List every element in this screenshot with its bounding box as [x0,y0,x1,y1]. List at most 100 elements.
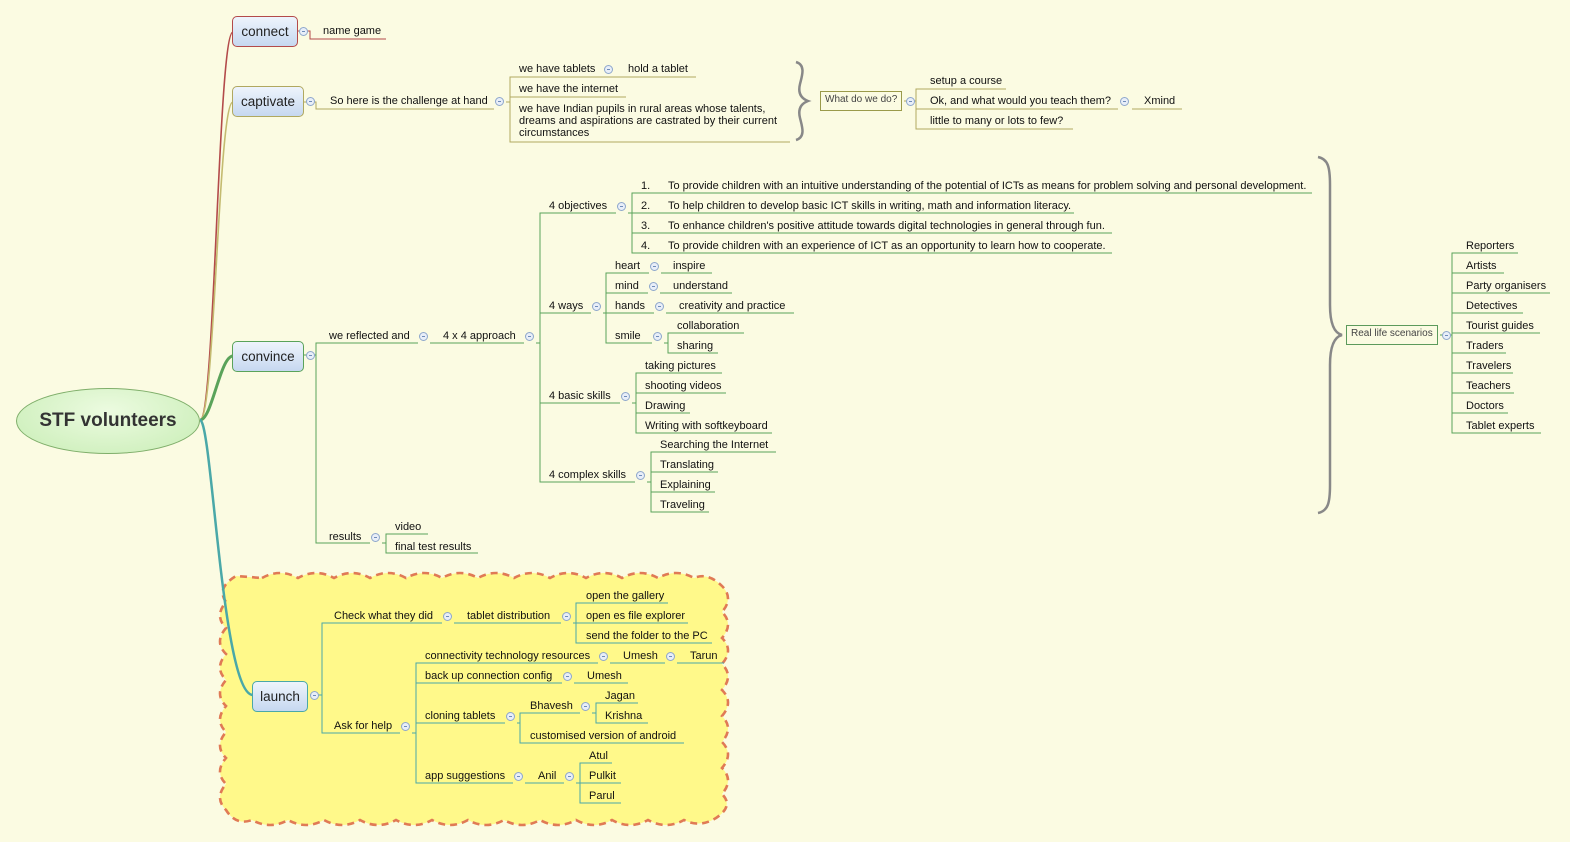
node-setup-course[interactable]: setup a course [930,75,1003,87]
node-smile[interactable]: smile [615,330,641,342]
node-tablet-distribution[interactable]: tablet distribution [467,610,551,622]
scenario-item[interactable]: Artists [1466,260,1497,272]
collapse-basic-button[interactable] [621,392,630,401]
node-umesh[interactable]: Umesh [587,670,622,682]
summary-what-do-we-do[interactable]: What do we do? [820,91,903,111]
node-reflected[interactable]: we reflected and [329,330,410,342]
node-results[interactable]: results [329,531,362,543]
objective-text[interactable]: To help children to develop basic ICT sk… [668,200,1072,212]
objective-text[interactable]: To provide children with an intuitive un… [668,180,1307,192]
topic-convince[interactable]: convince [232,341,304,372]
summary-real-life-scenarios[interactable]: Real life scenarios [1346,325,1438,345]
node-name-game[interactable]: name game [323,25,382,37]
basic-skill-item[interactable]: taking pictures [645,360,716,372]
scenario-item[interactable]: Tablet experts [1466,420,1535,432]
scenario-item[interactable]: Detectives [1466,300,1518,312]
collapse-reflected-button[interactable] [419,332,428,341]
complex-skill-item[interactable]: Traveling [660,499,705,511]
node-send-folder[interactable]: send the folder to the PC [586,630,708,642]
node-hands[interactable]: hands [615,300,645,312]
node-objectives[interactable]: 4 objectives [549,200,608,212]
node-customised-android[interactable]: customised version of android [530,730,677,742]
collapse-summary-button[interactable] [906,97,915,106]
collapse-heart-button[interactable] [650,262,659,271]
collapse-apps-button[interactable] [514,772,523,781]
node-krishna[interactable]: Krishna [605,710,643,722]
node-many-few[interactable]: little to many or lots to few? [930,115,1064,127]
collapse-convince-button[interactable] [306,351,315,360]
collapse-objectives-button[interactable] [617,202,626,211]
node-approach[interactable]: 4 x 4 approach [443,330,516,342]
collapse-results-button[interactable] [371,533,380,542]
basic-skill-item[interactable]: Writing with softkeyboard [645,420,768,432]
node-hold-tablet[interactable]: hold a tablet [628,63,688,75]
node-anil[interactable]: Anil [538,770,557,782]
collapse-connect-button[interactable] [299,27,308,36]
objective-text[interactable]: To provide children with an experience o… [668,240,1106,252]
collapse-tablets-button[interactable] [604,65,613,74]
node-final-test-results[interactable]: final test results [395,541,472,553]
node-cloning-tablets[interactable]: cloning tablets [425,710,496,722]
collapse-check-button[interactable] [443,612,452,621]
node-tarun[interactable]: Tarun [690,650,718,662]
node-challenge[interactable]: So here is the challenge at hand [330,95,488,107]
node-backup-config[interactable]: back up connection config [425,670,553,682]
node-sharing[interactable]: sharing [677,340,714,352]
collapse-launch-button[interactable] [310,691,319,700]
topic-connect[interactable]: connect [232,16,298,47]
node-indian-pupils[interactable]: we have Indian pupils in rural areas who… [519,103,778,139]
collapse-complex-button[interactable] [636,471,645,480]
objective-text[interactable]: To enhance children's positive attitude … [668,220,1105,232]
node-basic-skills[interactable]: 4 basic skills [549,390,611,402]
node-understand[interactable]: understand [673,280,729,292]
node-jagan[interactable]: Jagan [605,690,635,702]
collapse-ask-button[interactable] [401,722,410,731]
central-topic[interactable]: STF volunteers [16,388,200,454]
collapse-umesh-button[interactable] [666,652,675,661]
scenario-item[interactable]: Tourist guides [1466,320,1534,332]
collapse-challenge-button[interactable] [495,97,504,106]
node-we-have-internet[interactable]: we have the internet [519,83,619,95]
node-bhavesh[interactable]: Bhavesh [530,700,573,712]
complex-skill-item[interactable]: Explaining [660,479,711,491]
collapse-distribution-button[interactable] [562,612,571,621]
collapse-backup-button[interactable] [563,672,572,681]
node-connectivity[interactable]: connectivity technology resources [425,650,591,662]
node-app-suggestions[interactable]: app suggestions [425,770,506,782]
node-pulkit[interactable]: Pulkit [589,770,616,782]
collapse-what-teach-button[interactable] [1120,97,1129,106]
complex-skill-item[interactable]: Searching the Internet [660,439,769,451]
node-atul[interactable]: Atul [589,750,608,762]
node-umesh[interactable]: Umesh [623,650,658,662]
node-open-gallery[interactable]: open the gallery [586,590,665,602]
node-ways[interactable]: 4 ways [549,300,584,312]
collapse-cloning-button[interactable] [506,712,515,721]
node-check-what-they-did[interactable]: Check what they did [334,610,434,622]
topic-launch[interactable]: launch [252,681,308,712]
scenario-item[interactable]: Party organisers [1466,280,1547,292]
node-xmind[interactable]: Xmind [1144,95,1176,107]
node-what-teach[interactable]: Ok, and what would you teach them? [930,95,1111,107]
scenario-item[interactable]: Traders [1466,340,1504,352]
scenario-item[interactable]: Teachers [1466,380,1511,392]
basic-skill-item[interactable]: Drawing [645,400,686,412]
node-collaboration[interactable]: collaboration [677,320,740,332]
collapse-approach-button[interactable] [525,332,534,341]
scenario-item[interactable]: Reporters [1466,240,1515,252]
node-we-have-tablets[interactable]: we have tablets [519,63,596,75]
node-heart[interactable]: heart [615,260,641,272]
collapse-ways-button[interactable] [592,302,601,311]
node-creativity[interactable]: creativity and practice [679,300,786,312]
collapse-mind-button[interactable] [649,282,658,291]
node-parul[interactable]: Parul [589,790,615,802]
collapse-connectivity-button[interactable] [599,652,608,661]
collapse-scenarios-button[interactable] [1442,331,1451,340]
node-inspire[interactable]: inspire [673,260,706,272]
collapse-smile-button[interactable] [653,332,662,341]
node-complex-skills[interactable]: 4 complex skills [549,469,627,481]
node-mind[interactable]: mind [615,280,639,292]
scenario-item[interactable]: Doctors [1466,400,1504,412]
collapse-hands-button[interactable] [655,302,664,311]
collapse-bhavesh-button[interactable] [581,702,590,711]
basic-skill-item[interactable]: shooting videos [645,380,722,392]
